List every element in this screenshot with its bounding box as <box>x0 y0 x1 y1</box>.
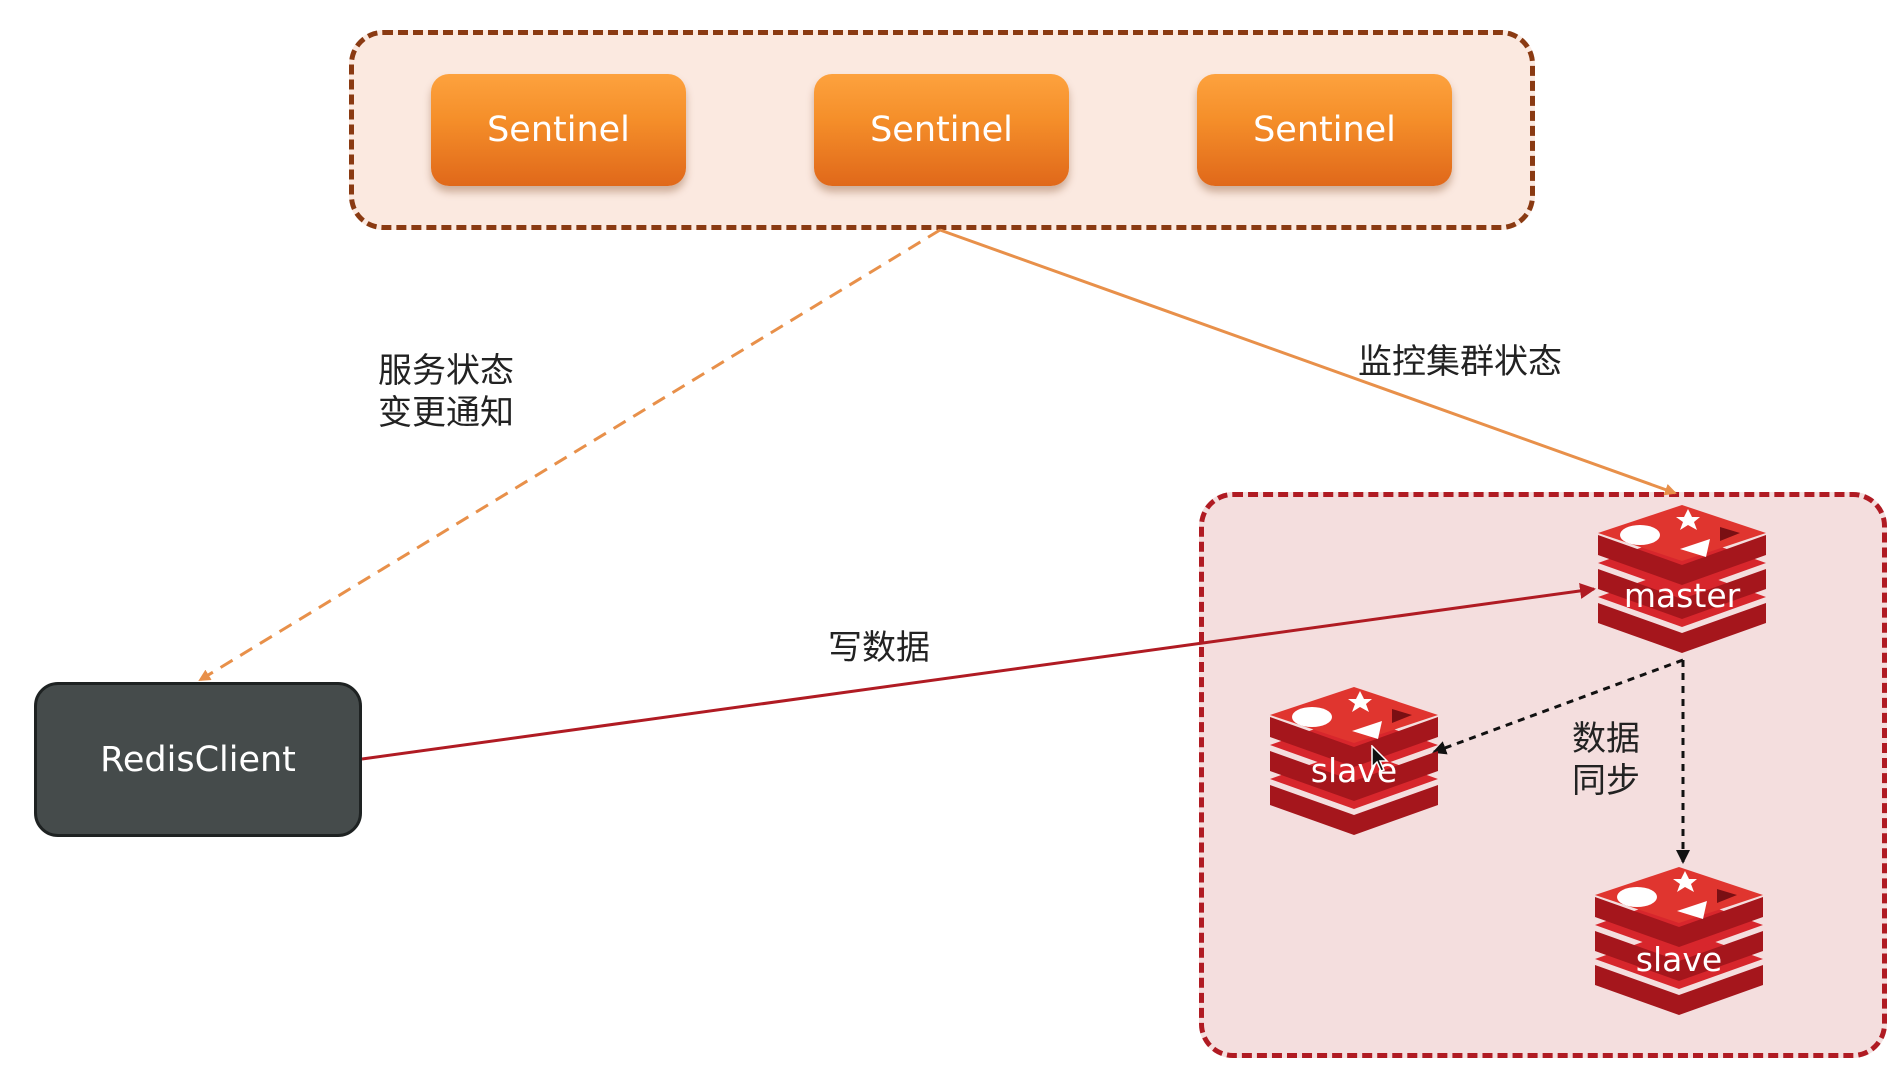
edge-notify-label: 服务状态 变更通知 <box>378 351 514 433</box>
redis-client-node: RedisClient <box>34 682 362 837</box>
edge-sync-line-slave1 <box>1432 658 1684 755</box>
edge-monitor-label: 监控集群状态 <box>1358 342 1562 382</box>
redis-stack-icon <box>1598 505 1766 653</box>
sentinel-node-2: Sentinel <box>814 74 1069 186</box>
redis-master-node: master <box>1598 505 1766 655</box>
edge-monitor-line <box>939 228 1677 496</box>
slave-1-label: slave <box>1310 751 1398 790</box>
redis-slave-node-1: slave <box>1270 687 1438 837</box>
edge-write-label: 写数据 <box>828 628 930 668</box>
sentinel-node-1: Sentinel <box>431 74 686 186</box>
redis-stack-icon <box>1270 687 1438 835</box>
mouse-pointer-icon <box>1371 745 1389 772</box>
edge-sync-label: 数据 同步 <box>1572 719 1640 801</box>
slave-2-label: slave <box>1635 940 1723 979</box>
redis-stack-icon <box>1595 867 1763 1015</box>
sentinel-node-3: Sentinel <box>1197 74 1452 186</box>
edge-notify-line <box>198 228 941 682</box>
redis-slave-node-2: slave <box>1595 867 1763 1017</box>
master-label: master <box>1623 576 1741 615</box>
edge-write-line <box>361 582 1596 761</box>
